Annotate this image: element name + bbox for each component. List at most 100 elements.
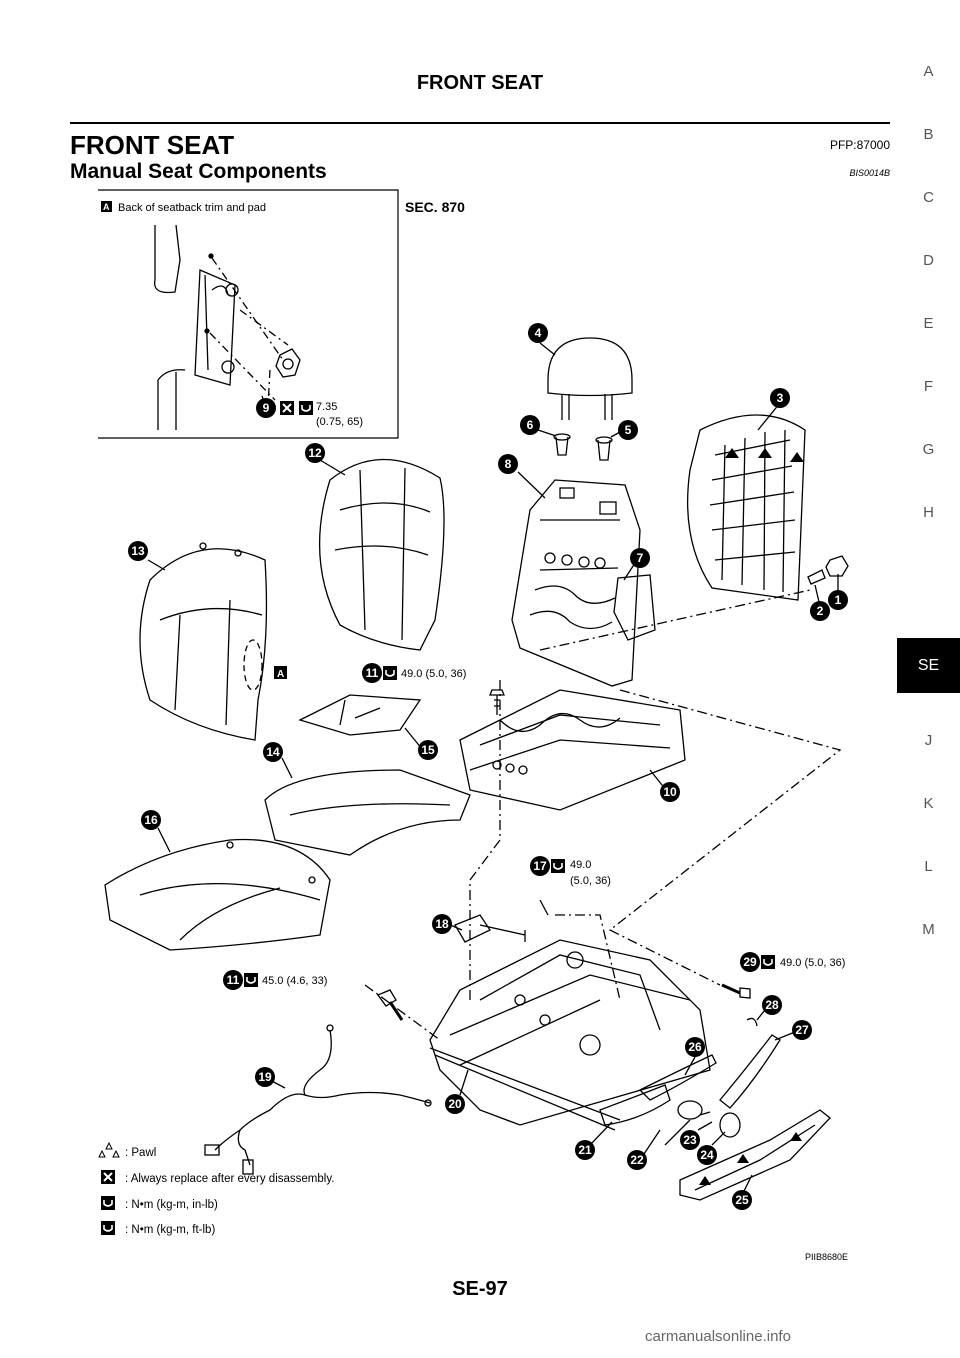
callout-9: 9 xyxy=(256,398,276,418)
callout-15: 15 xyxy=(418,740,438,760)
svg-text:16: 16 xyxy=(144,813,158,827)
side-index-g[interactable]: G xyxy=(922,441,935,458)
svg-text:14: 14 xyxy=(266,745,280,759)
callout-8: 8 xyxy=(498,454,518,474)
svg-text:5: 5 xyxy=(625,423,632,437)
pfp-code: PFP:87000 xyxy=(829,138,890,152)
side-index-f[interactable]: F xyxy=(923,378,934,395)
callout-27: 27 xyxy=(792,1020,812,1040)
torque-inset-line1: 7.35 xyxy=(316,401,337,413)
callout-5: 5 xyxy=(618,420,638,440)
callout-21: 21 xyxy=(575,1140,595,1160)
side-index-k[interactable]: K xyxy=(923,795,934,812)
side-index-e[interactable]: E xyxy=(923,315,934,332)
torque-inset-line2: (0.75, 65) xyxy=(316,416,363,428)
callout-10: 10 xyxy=(660,782,680,802)
subsection-ref: BIS0014B xyxy=(849,168,890,178)
callout-14: 14 xyxy=(263,742,283,762)
side-index-h[interactable]: H xyxy=(923,504,934,521)
callout-1: 1 xyxy=(828,590,848,610)
replace-icon-inset xyxy=(280,401,294,415)
subsection-title: Manual Seat Components xyxy=(70,160,327,183)
callout-2: 2 xyxy=(810,601,830,621)
torque-29-value: 49.0 (5.0, 36) xyxy=(780,957,845,969)
callout-11-upper: 11 xyxy=(362,663,382,683)
legend-replace: : Always replace after every disassembly… xyxy=(101,1170,334,1185)
watermark[interactable]: carmanualsonline.info xyxy=(645,1328,791,1345)
side-index-j[interactable]: J xyxy=(924,732,933,749)
sec-label: SEC. 870 xyxy=(405,199,465,215)
svg-text:12: 12 xyxy=(308,446,322,460)
legend-torque-ft-lb: : N•m (kg-m, ft-lb) xyxy=(100,1220,215,1236)
svg-text:20: 20 xyxy=(448,1097,462,1111)
svg-text:29: 29 xyxy=(743,955,757,969)
torque-ft-lb-icon xyxy=(100,1220,116,1236)
page-number: SE-97 xyxy=(452,1278,508,1300)
svg-text:1: 1 xyxy=(835,593,842,607)
callout-26: 26 xyxy=(685,1037,705,1057)
legend: : Pawl : Always replace after every disa… xyxy=(98,1141,334,1236)
svg-text:: Always replace after every d: : Always replace after every disassembly… xyxy=(125,1173,334,1185)
inset-marker-a: A xyxy=(103,202,110,212)
callout-12: 12 xyxy=(305,443,325,463)
side-index-a[interactable]: A xyxy=(923,63,934,80)
section-title: FRONT SEAT xyxy=(70,130,235,160)
side-index-se-active[interactable]: SE xyxy=(897,638,960,693)
callout-28: 28 xyxy=(762,995,782,1015)
svg-text:15: 15 xyxy=(421,743,435,757)
callout-18: 18 xyxy=(432,914,452,934)
torque-icon-11-lower xyxy=(243,972,259,988)
svg-text:3: 3 xyxy=(777,391,784,405)
callout-4: 4 xyxy=(528,323,548,343)
side-index-c[interactable]: C xyxy=(923,189,934,206)
svg-text:6: 6 xyxy=(527,418,534,432)
side-index-m[interactable]: M xyxy=(922,921,935,938)
side-index-d[interactable]: D xyxy=(923,252,934,269)
torque-icon-17 xyxy=(550,858,566,874)
svg-text:11: 11 xyxy=(227,973,240,987)
inset-title: Back of seatback trim and pad xyxy=(118,202,266,214)
svg-text:4: 4 xyxy=(535,326,542,340)
callout-3: 3 xyxy=(770,388,790,408)
svg-text:13: 13 xyxy=(131,544,145,558)
side-index-b[interactable]: B xyxy=(923,126,934,143)
torque-icon-29 xyxy=(760,954,776,970)
torque-17-line2: (5.0, 36) xyxy=(570,875,611,887)
svg-text:17: 17 xyxy=(533,859,547,873)
callout-19: 19 xyxy=(255,1067,275,1087)
callout-24: 24 xyxy=(697,1145,717,1165)
svg-text:23: 23 xyxy=(683,1133,697,1147)
inset-marker-a-ref: A xyxy=(277,669,284,680)
pawl-icon xyxy=(105,1141,113,1150)
svg-text:11: 11 xyxy=(366,666,379,680)
callout-11-lower: 11 xyxy=(223,970,243,990)
callout-13: 13 xyxy=(128,541,148,561)
svg-text:: N•m (kg-m, ft-lb): : N•m (kg-m, ft-lb) xyxy=(125,1224,215,1236)
svg-text:2: 2 xyxy=(817,604,824,618)
callout-25: 25 xyxy=(732,1190,752,1210)
legend-pawl: : Pawl xyxy=(98,1141,156,1159)
svg-text:24: 24 xyxy=(700,1148,714,1162)
callout-22: 22 xyxy=(627,1150,647,1170)
torque-icon-11-upper xyxy=(382,665,398,681)
callout-6: 6 xyxy=(520,415,540,435)
callout-23: 23 xyxy=(680,1130,700,1150)
callout-16: 16 xyxy=(141,810,161,830)
svg-text:9: 9 xyxy=(263,401,270,415)
running-header: FRONT SEAT xyxy=(416,72,544,94)
svg-text:10: 10 xyxy=(663,785,677,799)
svg-text:25: 25 xyxy=(735,1193,749,1207)
torque-icon-inset xyxy=(298,400,314,416)
svg-text:: Pawl: : Pawl xyxy=(125,1147,156,1159)
callout-29: 29 xyxy=(740,952,760,972)
torque-17-line1: 49.0 xyxy=(570,859,591,871)
svg-text:22: 22 xyxy=(630,1153,644,1167)
callout-20: 20 xyxy=(445,1094,465,1114)
side-index-l[interactable]: L xyxy=(924,858,933,875)
svg-text:7: 7 xyxy=(637,551,644,565)
svg-text:26: 26 xyxy=(688,1040,702,1054)
legend-torque-in-lb: : N•m (kg-m, in-lb) xyxy=(100,1195,218,1211)
figure-code: PIIB8680E xyxy=(805,1252,849,1262)
torque-11-upper-value: 49.0 (5.0, 36) xyxy=(401,668,466,680)
